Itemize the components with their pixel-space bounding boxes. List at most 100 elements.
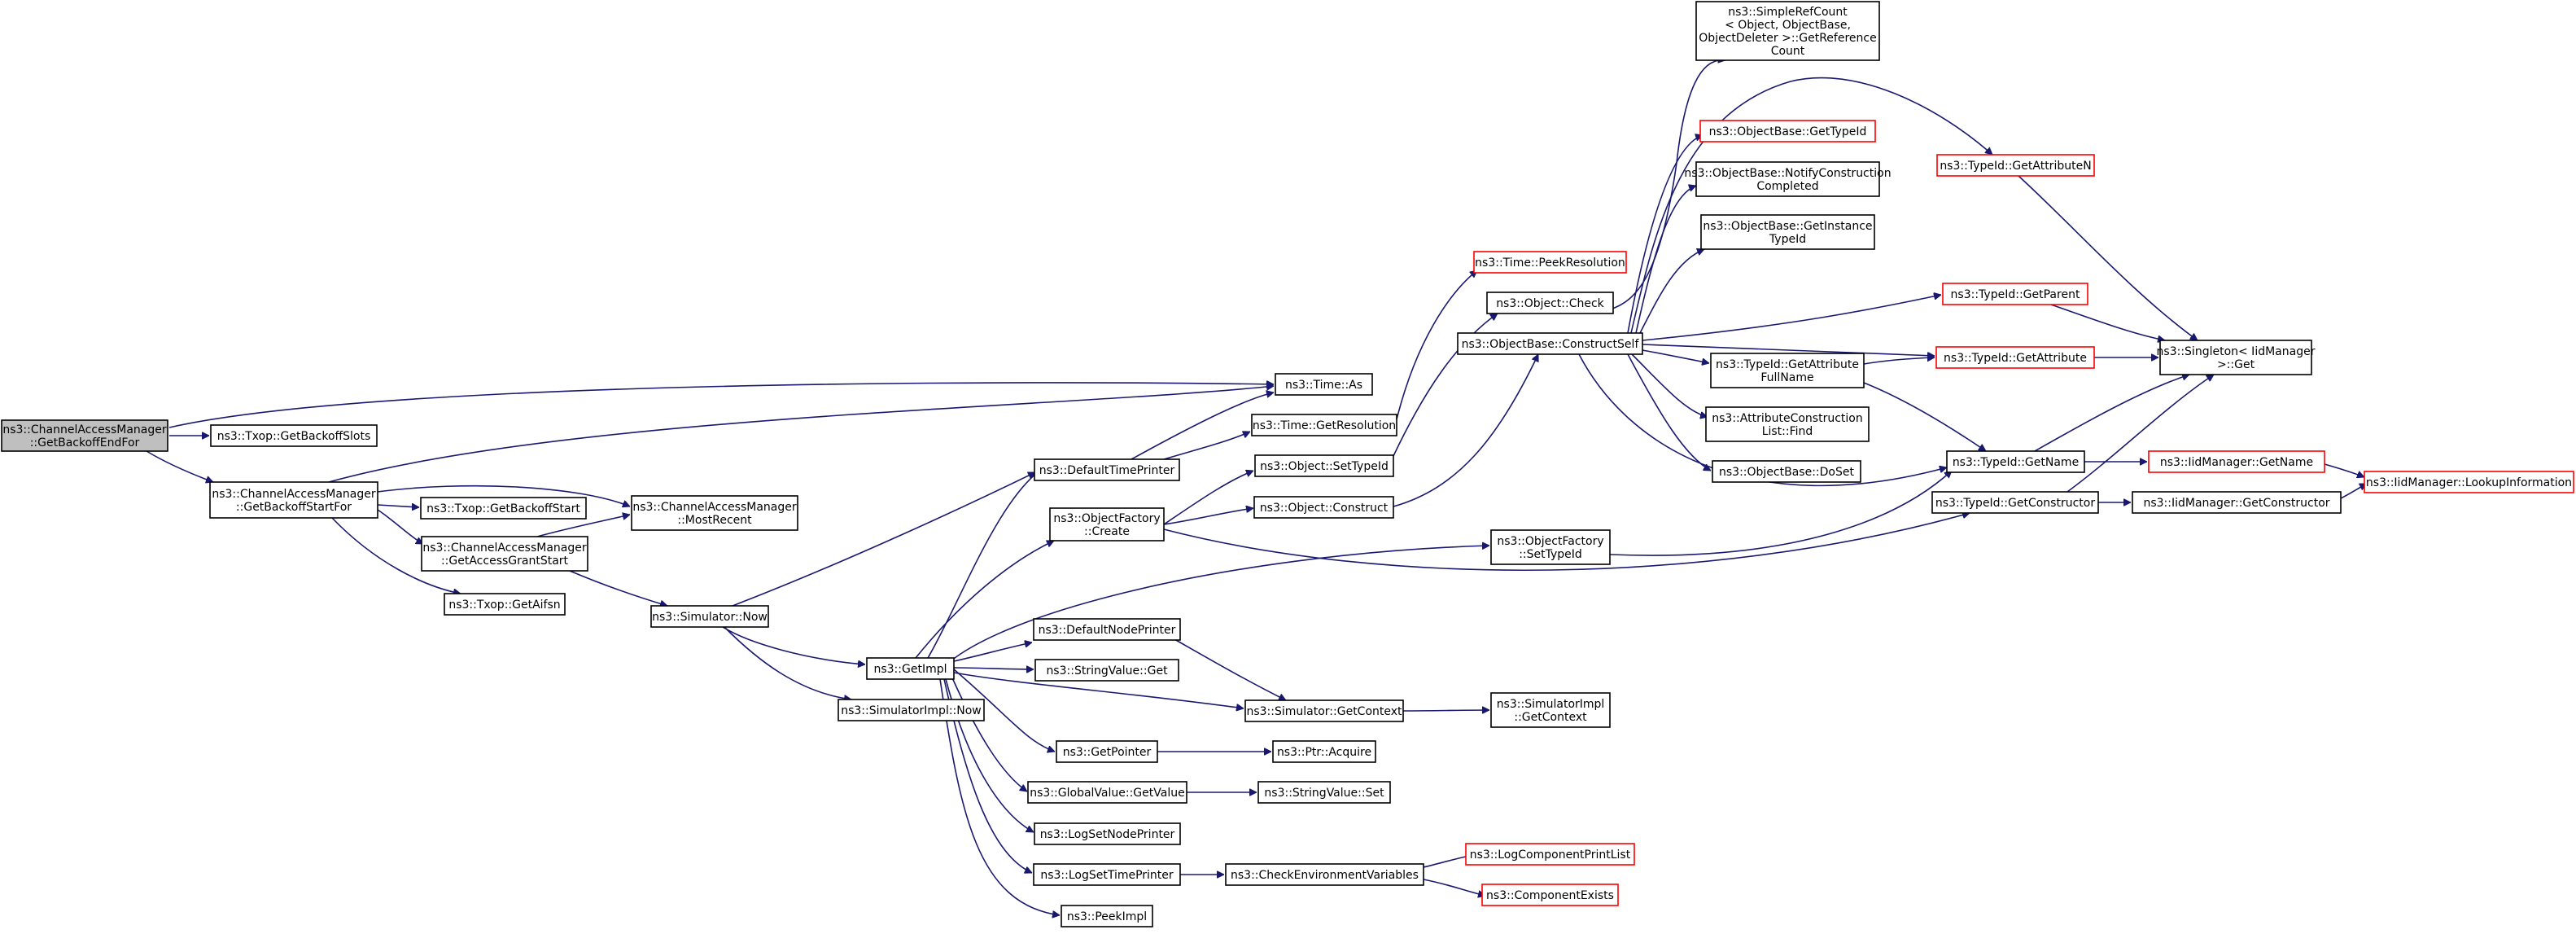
node-label-line: ns3::Time::As	[1285, 379, 1362, 392]
node-box	[2148, 450, 2325, 473]
call-edge	[1402, 710, 1489, 711]
node-label-line: ns3::AttributeConstruction	[1712, 412, 1862, 425]
node-label-line: ns3::TypeId::GetName	[1953, 456, 2079, 469]
node-tid-getattr[interactable]: ns3::TypeId::GetAttribute	[1935, 346, 2095, 369]
node-box	[866, 657, 955, 680]
node-ob-doset[interactable]: ns3::ObjectBase::DoSet	[1712, 460, 1861, 483]
node-label-line: Completed	[1756, 180, 1818, 193]
node-label-line: ns3::IidManager::GetName	[2160, 456, 2313, 469]
call-edge	[2324, 463, 2364, 477]
node-tid-getattrn[interactable]: ns3::TypeId::GetAttributeN	[1936, 154, 2095, 177]
node-txop-aifsn[interactable]: ns3::Txop::GetAifsn	[444, 593, 566, 616]
call-edge	[732, 471, 1035, 607]
node-ob-gettypeid[interactable]: ns3::ObjectBase::GetTypeId	[1699, 120, 1876, 143]
node-defnode[interactable]: ns3::DefaultNodePrinter	[1033, 618, 1181, 641]
call-edge	[1627, 135, 1703, 334]
node-label-line: ns3::Ptr::Acquire	[1277, 746, 1371, 759]
node-iid-lookup[interactable]: ns3::IidManager::LookupInformation	[2364, 471, 2574, 493]
node-label-line: >::Get	[2217, 358, 2255, 371]
node-singleton-get[interactable]: ns3::Singleton< IidManager>::Get	[2157, 340, 2316, 375]
node-label-line: ns3::Singleton< IidManager	[2157, 345, 2316, 358]
node-objfactory-create[interactable]: ns3::ObjectFactory::Create	[1049, 507, 1165, 542]
node-tid-getname[interactable]: ns3::TypeId::GetName	[1946, 450, 2085, 473]
call-edge	[2018, 175, 2198, 341]
node-label-line: ns3::Txop::GetBackoffSlots	[217, 430, 371, 443]
call-edge	[1163, 432, 1250, 460]
node-label-line: ns3::ObjectFactory	[1497, 535, 1603, 548]
node-box	[1710, 353, 1865, 388]
node-box	[1695, 161, 1880, 197]
node-box	[1936, 154, 2095, 177]
node-cam-startfor[interactable]: ns3::ChannelAccessManager::GetBackoffSta…	[209, 481, 378, 519]
node-box	[1946, 450, 2085, 473]
node-ob-notify[interactable]: ns3::ObjectBase::NotifyConstructionCompl…	[1684, 161, 1892, 197]
node-box	[1481, 884, 1619, 906]
node-ob-constructself[interactable]: ns3::ObjectBase::ConstructSelf	[1457, 332, 1643, 355]
node-label-line: ns3::CheckEnvironmentVariables	[1231, 869, 1419, 882]
node-logcomp-print[interactable]: ns3::LogComponentPrintList	[1465, 843, 1635, 866]
node-getimpl[interactable]: ns3::GetImpl	[866, 657, 955, 680]
node-strval-set[interactable]: ns3::StringValue::Set	[1257, 781, 1391, 804]
node-obj-settypeid[interactable]: ns3::Object::SetTypeId	[1254, 454, 1394, 477]
node-label-line: ns3::SimpleRefCount	[1728, 6, 1848, 19]
node-label-line: ObjectDeleter >::GetReference	[1699, 32, 1876, 45]
node-box	[1490, 692, 1611, 728]
node-compexists[interactable]: ns3::ComponentExists	[1481, 884, 1619, 906]
call-edge	[2340, 483, 2367, 499]
call-edge	[146, 450, 213, 482]
node-simimpl-now[interactable]: ns3::SimulatorImpl::Now	[838, 699, 985, 721]
node-label-line: Count	[1771, 45, 1805, 58]
node-of-settypeid[interactable]: ns3::ObjectFactory::SetTypeId	[1490, 529, 1611, 565]
node-logsetnode[interactable]: ns3::LogSetNodePrinter	[1034, 822, 1181, 845]
node-label-line: ns3::TypeId::GetParent	[1951, 288, 2080, 301]
node-iid-getcons[interactable]: ns3::IidManager::GetConstructor	[2132, 491, 2342, 514]
node-label-line: TypeId	[1769, 233, 1806, 246]
node-deftime[interactable]: ns3::DefaultTimePrinter	[1034, 458, 1180, 481]
call-edge	[1131, 392, 1274, 460]
node-cam-grant[interactable]: ns3::ChannelAccessManager::GetAccessGran…	[421, 536, 588, 572]
node-cam-mostrecent[interactable]: ns3::ChannelAccessManager::MostRecent	[631, 495, 798, 531]
node-root[interactable]: ns3::ChannelAccessManager::GetBackoffEnd…	[1, 419, 168, 452]
node-sim-now[interactable]: ns3::Simulator::Now	[650, 605, 769, 628]
node-time-as[interactable]: ns3::Time::As	[1275, 373, 1373, 396]
call-edge	[377, 485, 630, 506]
call-edge	[1639, 249, 1704, 334]
node-getpointer[interactable]: ns3::GetPointer	[1056, 740, 1158, 763]
node-obj-construct[interactable]: ns3::Object::Construct	[1253, 496, 1394, 519]
node-time-peekres[interactable]: ns3::Time::PeekResolution	[1473, 251, 1627, 274]
node-iid-getname[interactable]: ns3::IidManager::GetName	[2148, 450, 2325, 473]
node-logsettime[interactable]: ns3::LogSetTimePrinter	[1033, 863, 1181, 886]
node-box	[1034, 458, 1180, 481]
node-tid-getcons[interactable]: ns3::TypeId::GetConstructor	[1931, 491, 2099, 514]
node-box	[444, 593, 566, 616]
node-txop-start[interactable]: ns3::Txop::GetBackoffStart	[420, 497, 587, 520]
node-box	[1244, 699, 1404, 722]
node-ptr-acquire[interactable]: ns3::Ptr::Acquire	[1272, 740, 1376, 763]
call-edge	[953, 669, 1055, 752]
node-peekimpl[interactable]: ns3::PeekImpl	[1061, 905, 1153, 927]
node-label-line: ns3::ChannelAccessManager	[212, 488, 376, 501]
node-simimpl-getctx[interactable]: ns3::SimulatorImpl::GetContext	[1490, 692, 1611, 728]
node-checkenv[interactable]: ns3::CheckEnvironmentVariables	[1225, 863, 1424, 886]
node-gv-getvalue[interactable]: ns3::GlobalValue::GetValue	[1027, 781, 1187, 804]
node-txop-slots[interactable]: ns3::Txop::GetBackoffSlots	[210, 424, 378, 447]
node-box	[1705, 406, 1870, 442]
node-srefcount[interactable]: ns3::SimpleRefCount< Object, ObjectBase,…	[1695, 1, 1880, 61]
node-time-getres[interactable]: ns3::Time::GetResolution	[1251, 414, 1397, 436]
node-label-line: ns3::PeekImpl	[1067, 910, 1147, 923]
call-edge	[934, 546, 1489, 680]
node-box	[1033, 618, 1181, 641]
node-box	[1486, 292, 1614, 314]
call-edge	[2034, 375, 2189, 452]
node-box	[631, 495, 798, 531]
node-obj-check[interactable]: ns3::Object::Check	[1486, 292, 1614, 314]
call-edge	[1163, 508, 1253, 525]
node-strval-get[interactable]: ns3::StringValue::Get	[1034, 659, 1179, 682]
node-tid-getparent[interactable]: ns3::TypeId::GetParent	[1942, 283, 2088, 305]
call-edge	[328, 386, 1274, 483]
node-sim-getcontext[interactable]: ns3::Simulator::GetContext	[1244, 699, 1404, 722]
node-label-line: ns3::GetImpl	[873, 663, 947, 676]
